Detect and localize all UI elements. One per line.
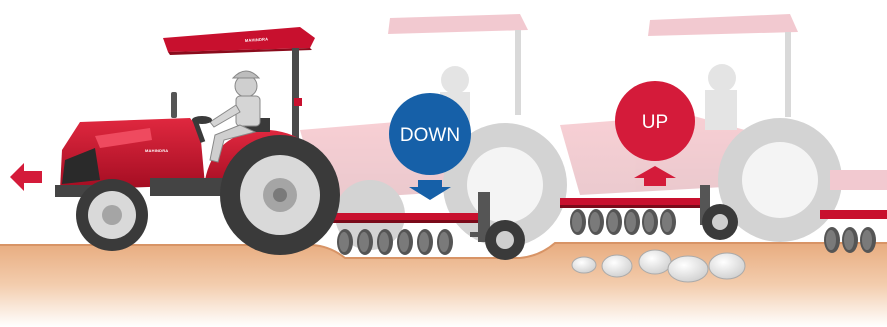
soil-ground bbox=[0, 243, 887, 327]
rock bbox=[602, 255, 632, 277]
rear-wheel bbox=[220, 135, 340, 255]
rock bbox=[572, 257, 596, 273]
front-wheel bbox=[76, 179, 148, 251]
down-label: DOWN bbox=[400, 125, 460, 146]
main-tractor: MAHINDRA MAHINDRA bbox=[55, 27, 340, 255]
exhaust-pipe bbox=[171, 92, 177, 118]
rock bbox=[668, 256, 708, 282]
hood-brand: MAHINDRA bbox=[145, 148, 168, 153]
rock bbox=[709, 253, 745, 279]
up-label: UP bbox=[642, 112, 668, 133]
rock bbox=[639, 250, 671, 274]
arrow-left-icon bbox=[10, 163, 42, 191]
